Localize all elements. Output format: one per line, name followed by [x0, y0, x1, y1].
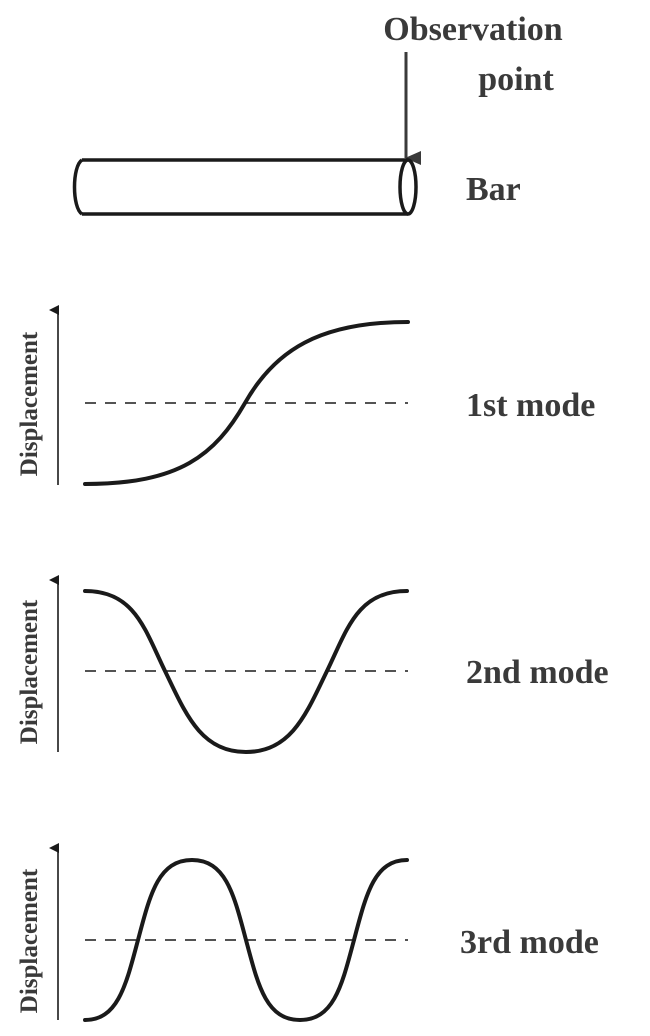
mode-1-curve — [83, 320, 410, 486]
observation-point-label-line2: point — [478, 61, 554, 98]
mode-1-label: 1st mode — [466, 387, 595, 424]
mode-3-plot: Displacement — [16, 843, 409, 1023]
mode-2-label: 2nd mode — [466, 654, 609, 691]
mode-3-label: 3rd mode — [460, 924, 599, 961]
mode-3-curve — [83, 857, 409, 1023]
bar-label: Bar — [466, 171, 521, 208]
mode-2-plot: Displacement — [16, 575, 409, 755]
mode-2-axis-label: Displacement — [16, 599, 43, 744]
bar-cylinder — [72, 158, 418, 216]
mode-1-axis-label: Displacement — [16, 331, 43, 476]
mode-1-plot: Displacement — [16, 305, 410, 486]
mode-2-curve — [83, 589, 409, 755]
observation-point-label-line1: Observation — [383, 11, 563, 48]
mode-3-axis-label: Displacement — [16, 868, 43, 1013]
